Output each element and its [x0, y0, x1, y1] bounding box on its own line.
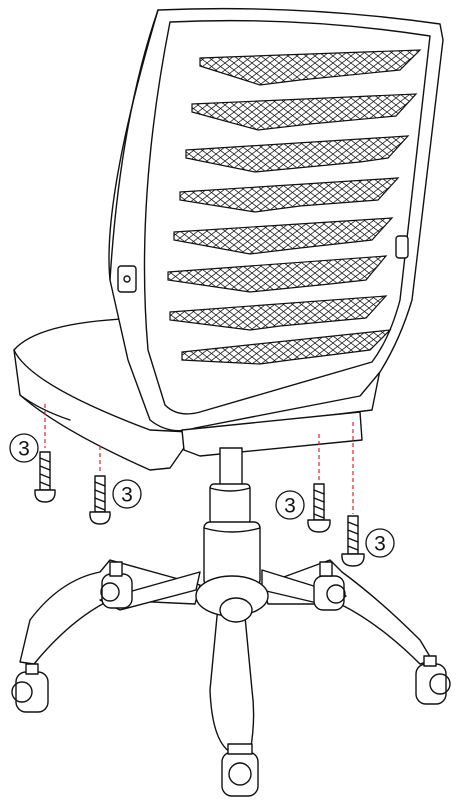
callout-label: 3	[121, 484, 133, 507]
callout-front-right: 3	[365, 528, 395, 558]
callout-label: 3	[374, 533, 386, 556]
gas-lift	[203, 447, 261, 587]
callout-label: 3	[18, 438, 30, 461]
mesh-slats	[167, 49, 422, 365]
callout-label: 3	[284, 495, 296, 518]
right-bracket	[395, 235, 409, 259]
caster-front-left	[11, 663, 49, 713]
screw-front-left	[34, 451, 56, 503]
screw-front-right	[341, 515, 365, 567]
seat-mechanism-plate	[181, 411, 363, 457]
screw-rear-left	[89, 475, 111, 525]
caster-rear-right	[313, 561, 346, 611]
left-bracket	[117, 265, 137, 293]
callout-front-left: 3	[9, 433, 39, 463]
caster-front-center	[221, 743, 259, 797]
callout-rear-right: 3	[275, 490, 305, 520]
alignment-guides	[44, 404, 354, 514]
caster-front-right	[415, 655, 451, 705]
screw-rear-right	[307, 483, 331, 533]
callout-rear-left: 3	[112, 479, 142, 509]
caster-rear-left	[100, 561, 133, 609]
five-star-base	[19, 559, 433, 753]
